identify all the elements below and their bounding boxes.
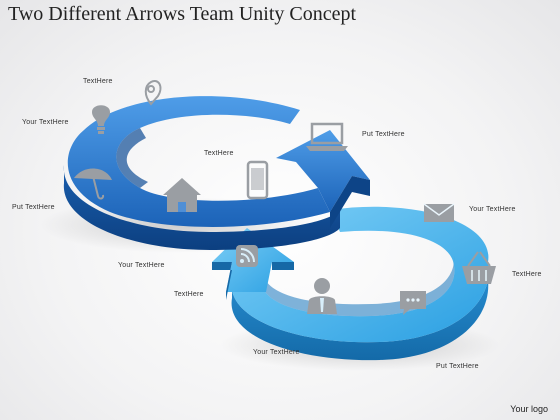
label-bottom: Your TextHere [253, 349, 300, 356]
house-icon [163, 178, 201, 212]
shopping-basket-icon [462, 251, 496, 284]
label-right: TextHere [512, 271, 542, 278]
mail-icon [423, 203, 455, 222]
logo-text: Your logo [510, 404, 548, 414]
label-inner-upper: TextHere [204, 150, 234, 157]
user-icon [307, 278, 337, 314]
rss-icon [236, 245, 258, 267]
label-lower-left: TextHere [174, 291, 204, 298]
mobile-phone-icon [246, 160, 269, 200]
slide-title: Two Different Arrows Team Unity Concept [8, 3, 357, 25]
chat-icon [400, 291, 426, 315]
location-pin-icon [144, 80, 162, 106]
label-left: Put TextHere [12, 204, 55, 211]
label-bottom-right: Put TextHere [436, 363, 479, 370]
label-upper-right: Put TextHere [362, 131, 405, 138]
label-top-text: TextHere [83, 78, 113, 85]
upper-arrow [63, 96, 370, 250]
label-middle: Your TextHere [118, 262, 165, 269]
label-right-top: Your TextHere [469, 206, 516, 213]
umbrella-icon [74, 168, 112, 200]
laptop-icon [306, 122, 348, 151]
label-upper-left: Your TextHere [22, 119, 69, 126]
bulb-icon [92, 105, 110, 134]
